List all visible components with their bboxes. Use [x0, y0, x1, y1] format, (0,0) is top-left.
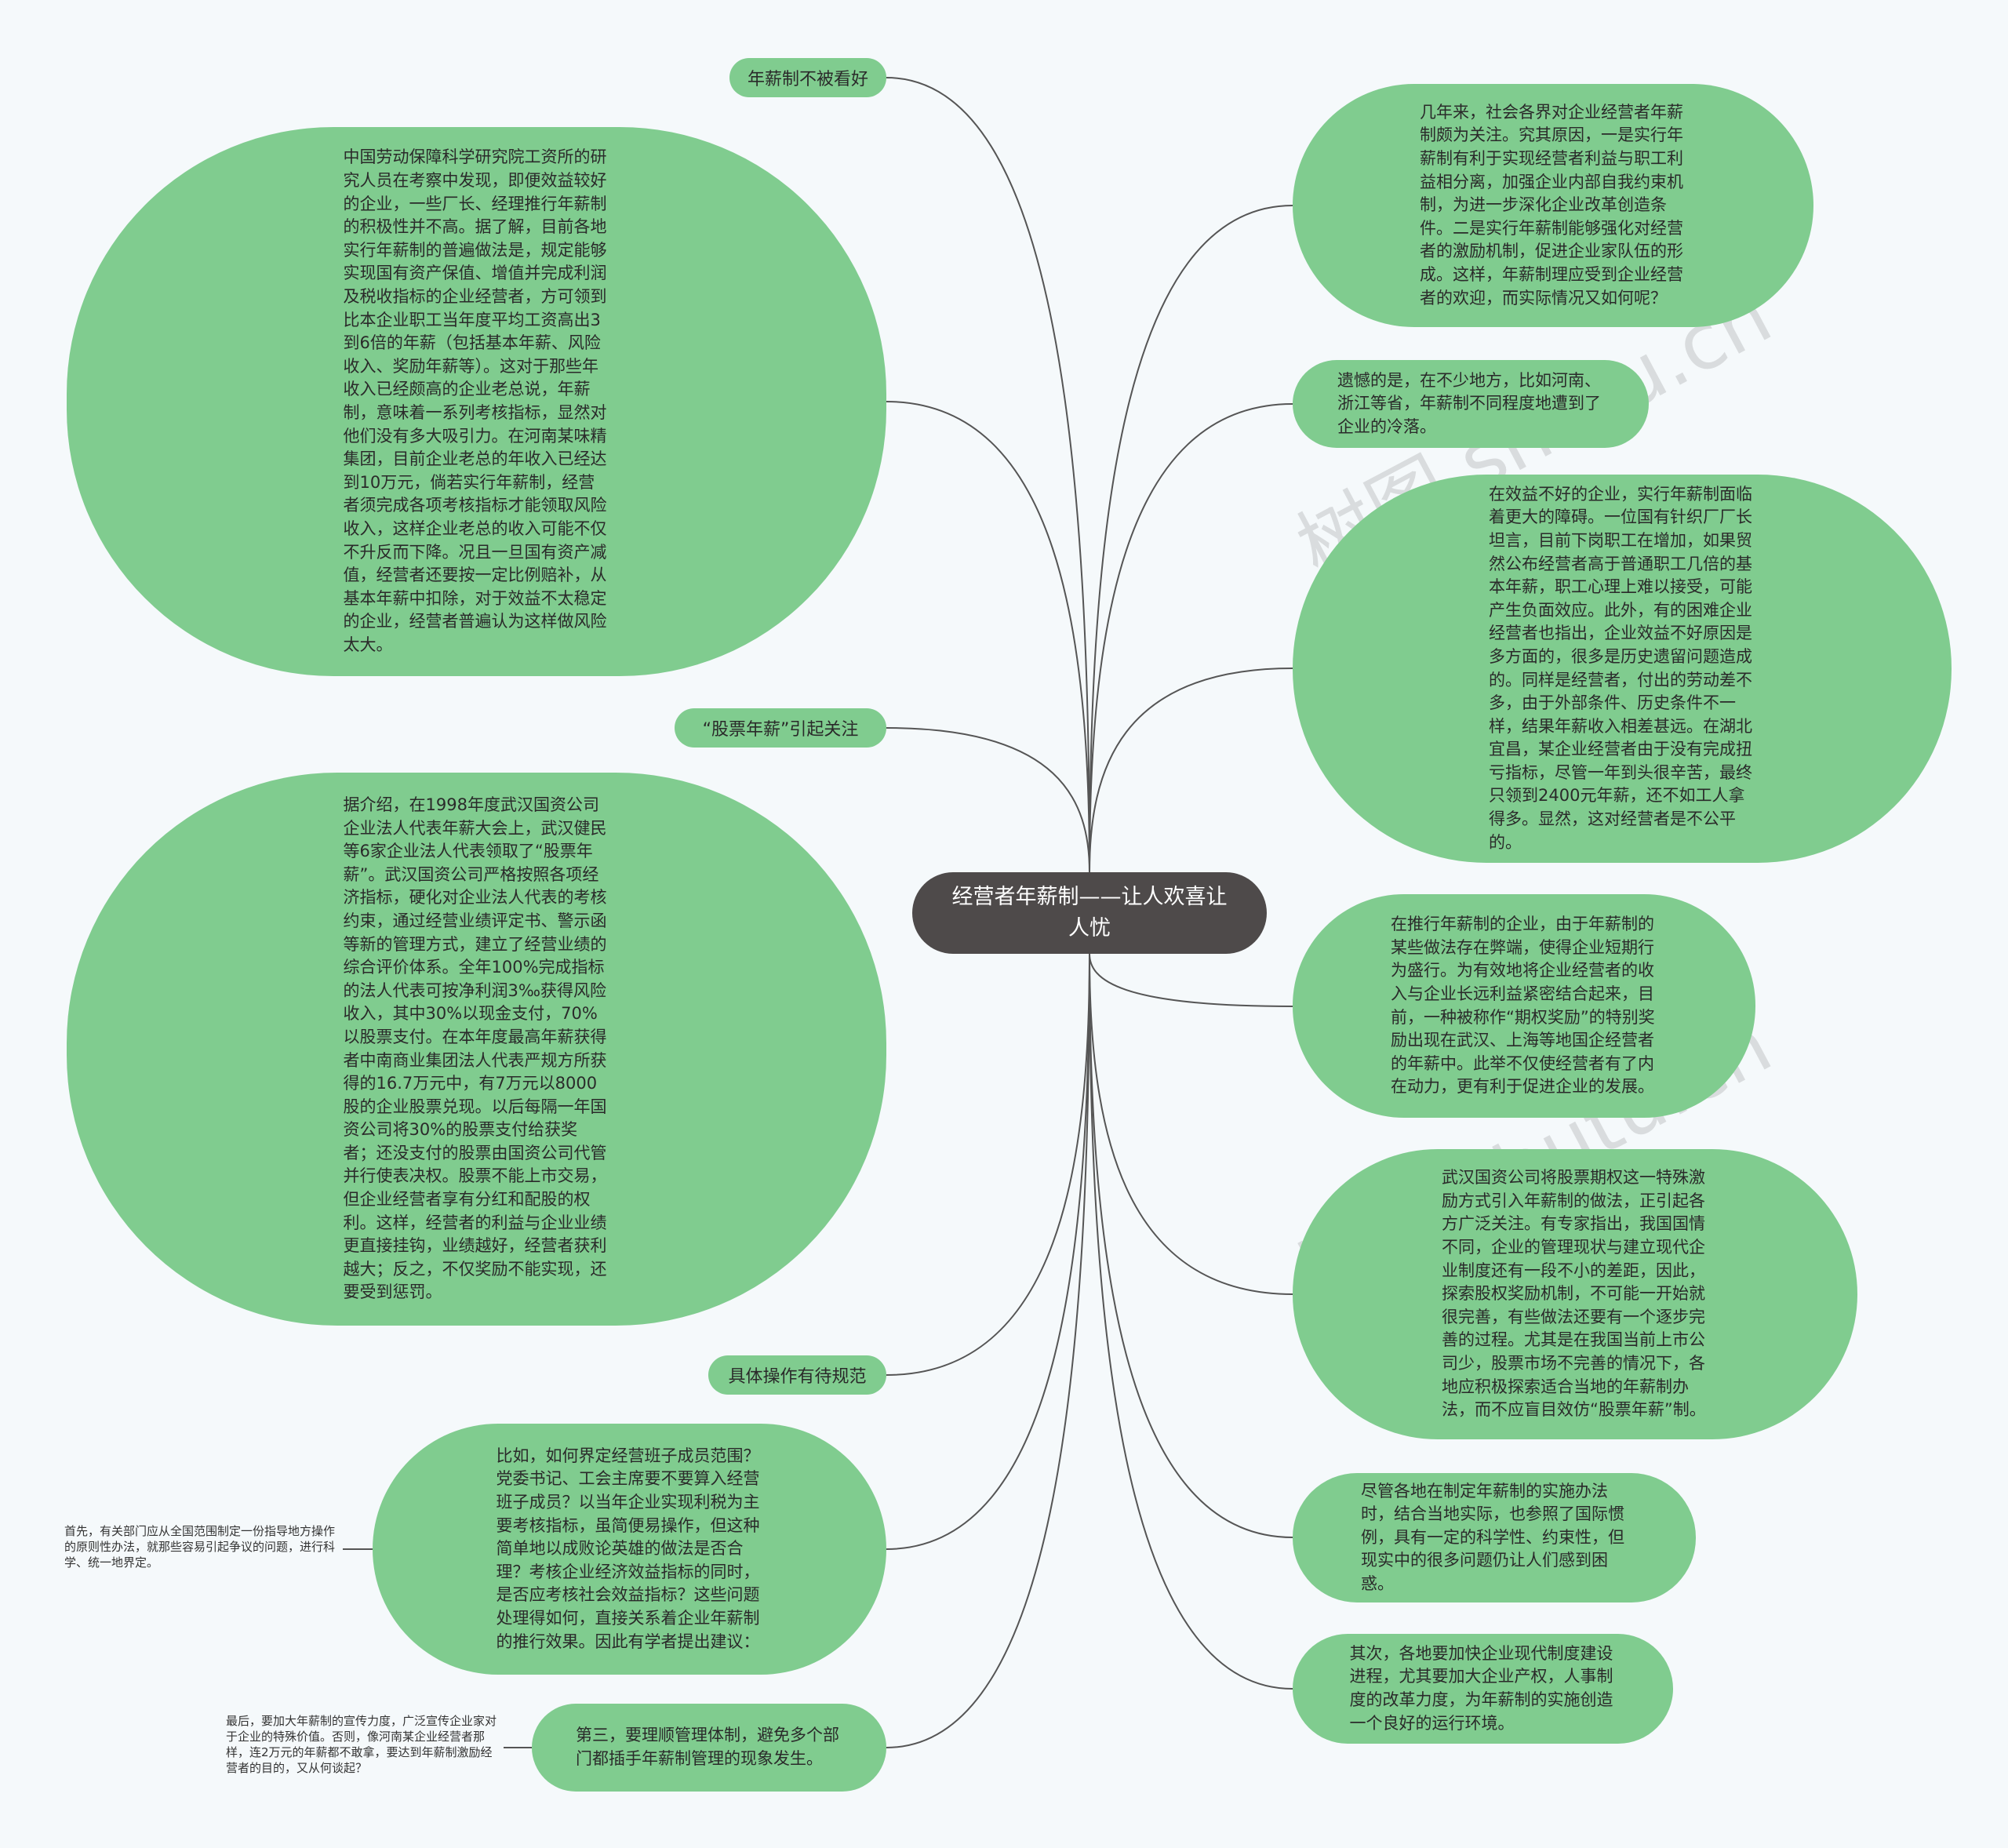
para-drawbacks-text: 在推行年薪制的企业，由于年薪制的某些做法存在弊端，使得企业短期行为盛行。为有效地…	[1391, 915, 1655, 1097]
connector-line	[886, 953, 1090, 1748]
para-third[interactable]: 第三，要理顺管理体制，避免多个部门都插手年薪制管理的现象发生。	[532, 1704, 886, 1792]
connector-line	[886, 953, 1090, 1550]
para-poor-efficiency[interactable]: 在效益不好的企业，实行年薪制面临着更大的障碍。一位国有针织厂厂长坦言，目前下岗职…	[1293, 475, 1952, 863]
para-regret[interactable]: 遗憾的是，在不少地方，比如河南、浙江等省，年薪制不同程度地遭到了企业的冷落。	[1293, 360, 1649, 448]
para-options[interactable]: 武汉国资公司将股票期权这一特殊激励方式引入年薪制的做法，正引起各方广泛关注。有专…	[1293, 1149, 1857, 1439]
para-attention-text: 几年来，社会各界对企业经营者年薪制颇为关注。究其原因，一是实行年薪制有利于实现经…	[1420, 102, 1683, 307]
label-operation-text: 具体操作有待规范	[728, 1367, 867, 1387]
label-operation[interactable]: 具体操作有待规范	[708, 1355, 886, 1395]
para-options-text: 武汉国资公司将股票期权这一特殊激励方式引入年薪制的做法，正引起各方广泛关注。有专…	[1442, 1168, 1706, 1420]
para-second-text: 其次，各地要加快企业现代制度建设进程，尤其要加大企业产权，人事制度的改革力度，为…	[1349, 1643, 1613, 1733]
para-wuhan-text: 据介绍，在1998年度武汉国资公司企业法人代表年薪大会上，武汉健民等6家企业法人…	[343, 795, 607, 1302]
connector-line	[1089, 205, 1293, 873]
label-stock-salary-text: “股票年薪”引起关注	[702, 720, 859, 740]
central-topic[interactable]: 经营者年薪制——让人欢喜让人忧	[912, 872, 1267, 954]
note-first: 首先，有关部门应从全国范围制定一份指导地方操作的原则性办法，就那些容易引起争议的…	[64, 1524, 336, 1570]
para-survey-text: 中国劳动保障科学研究院工资所的研究人员在考察中发现，即便效益较好的企业，一些厂长…	[343, 147, 607, 654]
connector-line	[1089, 403, 1293, 873]
connector-line	[886, 401, 1090, 873]
para-drawbacks[interactable]: 在推行年薪制的企业，由于年薪制的某些做法存在弊端，使得企业短期行为盛行。为有效地…	[1293, 894, 1755, 1118]
para-poor-efficiency-text: 在效益不好的企业，实行年薪制面临着更大的障碍。一位国有针织厂厂长坦言，目前下岗职…	[1489, 484, 1752, 852]
para-despite[interactable]: 尽管各地在制定年薪制的实施办法时，结合当地实际，也参照了国际惯例，具有一定的科学…	[1293, 1473, 1696, 1602]
connector-line	[886, 77, 1090, 873]
label-not-favored-text: 年薪制不被看好	[747, 70, 868, 89]
connector-line	[886, 727, 1090, 873]
para-regret-text: 遗憾的是，在不少地方，比如河南、浙江等省，年薪制不同程度地遭到了企业的冷落。	[1337, 370, 1601, 436]
connector-line	[1089, 953, 1293, 1690]
para-attention[interactable]: 几年来，社会各界对企业经营者年薪制颇为关注。究其原因，一是实行年薪制有利于实现经…	[1293, 84, 1813, 327]
para-despite-text: 尽管各地在制定年薪制的实施办法时，结合当地实际，也参照了国际惯例，具有一定的科学…	[1361, 1481, 1624, 1593]
connector-line	[886, 953, 1090, 1376]
para-second[interactable]: 其次，各地要加快企业现代制度建设进程，尤其要加大企业产权，人事制度的改革力度，为…	[1293, 1634, 1673, 1744]
para-wuhan[interactable]: 据介绍，在1998年度武汉国资公司企业法人代表年薪大会上，武汉健民等6家企业法人…	[67, 773, 886, 1326]
connector-line	[1089, 953, 1293, 1295]
para-survey[interactable]: 中国劳动保障科学研究院工资所的研究人员在考察中发现，即便效益较好的企业，一些厂长…	[67, 127, 886, 676]
para-third-text: 第三，要理顺管理体制，避免多个部门都插手年薪制管理的现象发生。	[576, 1726, 839, 1768]
central-topic-title: 经营者年薪制——让人欢喜让人忧	[951, 885, 1228, 940]
note-last: 最后，要加大年薪制的宣传力度，广泛宣传企业家对于企业的特殊价值。否则，像河南某企…	[226, 1714, 497, 1775]
label-stock-salary[interactable]: “股票年薪”引起关注	[675, 708, 886, 748]
para-example-text: 比如，如何界定经营班子成员范围？党委书记、工会主席要不要算入经营班子成员？以当年…	[496, 1446, 760, 1651]
label-not-favored[interactable]: 年薪制不被看好	[729, 58, 886, 97]
connector-line	[1089, 668, 1293, 873]
connector-line	[1089, 953, 1293, 1538]
connector-line	[1089, 953, 1293, 1007]
para-example[interactable]: 比如，如何界定经营班子成员范围？党委书记、工会主席要不要算入经营班子成员？以当年…	[373, 1424, 886, 1675]
